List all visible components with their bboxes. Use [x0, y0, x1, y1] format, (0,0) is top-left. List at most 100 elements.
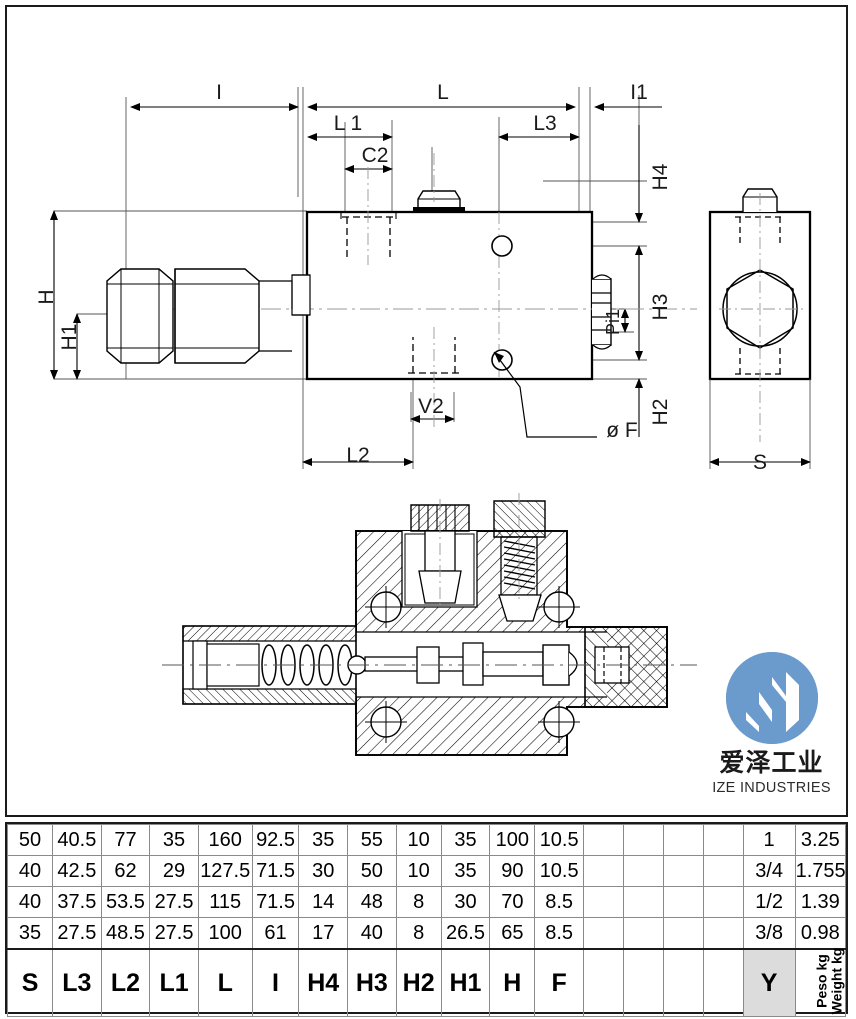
table-cell-L3: 40.5 — [52, 824, 102, 856]
table-cell-L: 127.5 — [197, 855, 253, 887]
table-cell-L2: 48.5 — [100, 917, 151, 950]
table-cell-L2: 53.5 — [100, 886, 151, 918]
table-cell-L: 160 — [197, 824, 253, 856]
table-header-b4 — [702, 948, 744, 1017]
table-cell-L1: 29 — [149, 855, 199, 887]
table-header-H: H — [489, 948, 536, 1017]
table-cell-b1 — [582, 855, 624, 887]
table-cell-b2 — [622, 824, 664, 856]
table-header-b2 — [622, 948, 664, 1017]
table-header-H1: H1 — [440, 948, 491, 1017]
table-cell-L: 100 — [197, 917, 253, 950]
table-cell-b3 — [662, 886, 704, 918]
dim-label-L3: L3 — [533, 112, 556, 135]
table-cell-S: 40 — [6, 855, 54, 887]
table-cell-H1: 30 — [440, 886, 491, 918]
table-cell-H1: 26.5 — [440, 917, 491, 950]
dim-label-Pi1: Pi1 — [603, 309, 623, 335]
table-cell-b4 — [702, 917, 744, 950]
table-cell-L2: 77 — [100, 824, 151, 856]
dim-label-I: I — [216, 81, 222, 104]
table-cell-I: 71.5 — [251, 855, 300, 887]
dim-label-H: H — [35, 289, 58, 304]
table-cell-W: 1.755 — [794, 855, 847, 887]
table-cell-H1: 35 — [440, 824, 491, 856]
dim-label-H1: H1 — [58, 324, 81, 351]
table-cell-Y: 3/4 — [742, 855, 796, 887]
dim-label-V2: V2 — [418, 395, 444, 418]
table-header-H4: H4 — [298, 948, 349, 1017]
table-cell-F: 8.5 — [534, 886, 584, 918]
table-cell-H: 65 — [489, 917, 536, 950]
table-cell-S: 40 — [6, 886, 54, 918]
drawing-area-frame: I L I1 L 1 C2 L3 L2 V2 ø F S H H1 H4 H3 … — [5, 5, 848, 817]
table-cell-L3: 37.5 — [52, 886, 102, 918]
table-cell-b2 — [622, 917, 664, 950]
table-header-F: F — [534, 948, 584, 1017]
table-cell-H4: 14 — [298, 886, 349, 918]
table-cell-I: 92.5 — [251, 824, 300, 856]
dim-label-L1: L 1 — [334, 112, 362, 135]
table-cell-W: 1.39 — [794, 886, 847, 918]
table-cell-F: 10.5 — [534, 855, 584, 887]
table-header-L3: L3 — [52, 948, 102, 1017]
table-cell-b4 — [702, 824, 744, 856]
table-cell-H3: 55 — [347, 824, 397, 856]
table-cell-H: 70 — [489, 886, 536, 918]
table-cell-b3 — [662, 855, 704, 887]
table-header-L1: L1 — [149, 948, 199, 1017]
table-cell-b1 — [582, 917, 624, 950]
table-cell-H: 90 — [489, 855, 536, 887]
table-cell-H1: 35 — [440, 855, 491, 887]
table-cell-H2: 10 — [395, 824, 442, 856]
table-cell-F: 8.5 — [534, 917, 584, 950]
table-header-H3: H3 — [347, 948, 397, 1017]
table-cell-L1: 27.5 — [149, 886, 199, 918]
table-header-H2: H2 — [395, 948, 442, 1017]
table-header-L2: L2 — [100, 948, 151, 1017]
table-cell-H: 100 — [489, 824, 536, 856]
table-cell-L1: 35 — [149, 824, 199, 856]
table-cell-b4 — [702, 855, 744, 887]
table-cell-S: 50 — [6, 824, 54, 856]
table-header-b3 — [662, 948, 704, 1017]
table-cell-b1 — [582, 886, 624, 918]
table-cell-b2 — [622, 886, 664, 918]
dim-label-H4: H4 — [649, 163, 672, 190]
table-cell-H3: 48 — [347, 886, 397, 918]
table-cell-H2: 8 — [395, 917, 442, 950]
dim-label-S: S — [753, 451, 767, 474]
table-cell-H4: 35 — [298, 824, 349, 856]
dim-label-H3: H3 — [649, 294, 672, 321]
table-cell-S: 35 — [6, 917, 54, 950]
table-cell-L: 115 — [197, 886, 253, 918]
dim-label-L: L — [437, 81, 449, 104]
table-cell-H2: 8 — [395, 886, 442, 918]
table-cell-L3: 27.5 — [52, 917, 102, 950]
table-cell-H4: 17 — [298, 917, 349, 950]
table-cell-Y: 1 — [742, 824, 796, 856]
table-cell-H3: 40 — [347, 917, 397, 950]
table-cell-W: 0.98 — [794, 917, 847, 950]
table-cell-I: 61 — [251, 917, 300, 950]
table-cell-Y: 1/2 — [742, 886, 796, 918]
table-header-S: S — [6, 948, 54, 1017]
table-cell-L3: 42.5 — [52, 855, 102, 887]
table-header-Y: Y — [742, 948, 796, 1017]
table-cell-b3 — [662, 917, 704, 950]
table-cell-b3 — [662, 824, 704, 856]
table-header-L: L — [197, 948, 253, 1017]
table-cell-L1: 27.5 — [149, 917, 199, 950]
table-header-b1 — [582, 948, 624, 1017]
table-cell-H4: 30 — [298, 855, 349, 887]
table-cell-b4 — [702, 886, 744, 918]
table-cell-H3: 50 — [347, 855, 397, 887]
